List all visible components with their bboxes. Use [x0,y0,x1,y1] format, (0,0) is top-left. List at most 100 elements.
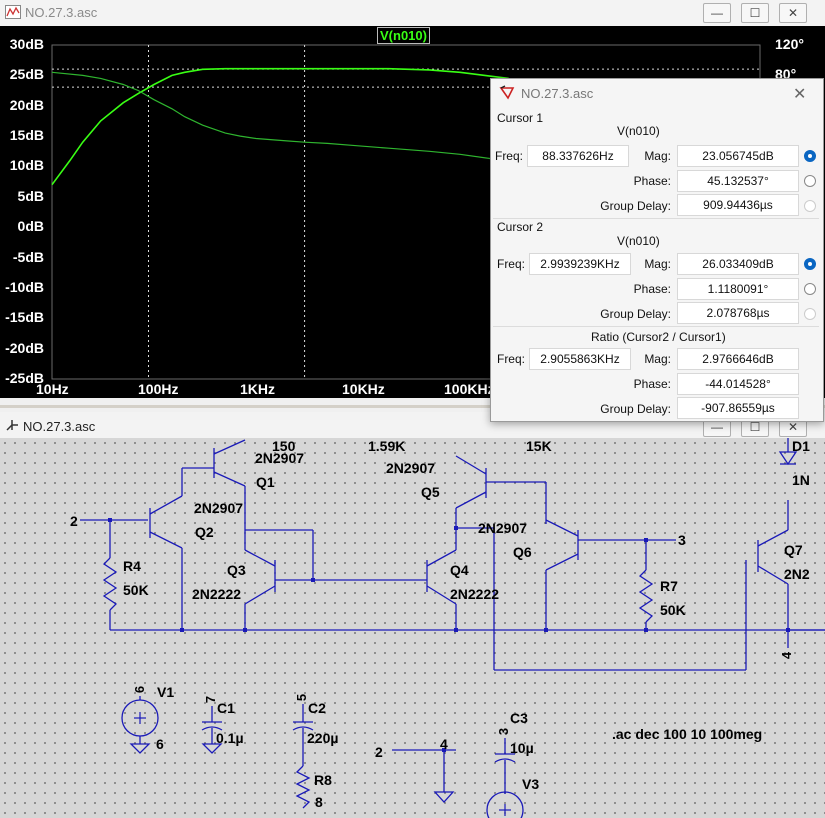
c3-value: 10µ [510,740,534,756]
spice-directive[interactable]: .ac dec 100 10 100meg [612,726,763,742]
x-tick-label: 10Hz [36,381,69,397]
cursor1-phase-label: Phase: [633,174,671,188]
q1-type-label: 2N2907 [255,450,305,466]
schematic-wires [80,438,825,818]
trace-label[interactable]: V(n010) [377,27,430,44]
v1-neg-label: 6 [156,736,164,752]
cursor-dialog: NO.27.3.asc ✕ Cursor 1 V(n010) Freq: 88.… [490,78,824,422]
q5-label: Q5 [421,484,440,500]
cursor2-mag-radio[interactable] [804,258,816,270]
cursor1-mag-radio[interactable] [804,150,816,162]
phase-trace [51,71,509,161]
q5-type-label: 2N2907 [386,460,436,476]
d1-type-label: 1N [792,472,810,488]
q3-label: Q3 [227,562,246,578]
cursor2-mag-label: Mag: [644,257,671,271]
ratio-freq-field[interactable]: 2.9055863KHz [529,348,631,370]
r7-value: 50K [660,602,686,618]
cursor2-phase-label: Phase: [633,282,671,296]
q1-top-label: 150 [272,438,296,454]
ratio-heading: Ratio (Cursor2 / Cursor1) [591,330,726,344]
cursor1-gd-radio[interactable] [804,200,816,212]
c3-node-label: 3 [496,727,512,736]
c1-label: C1 [217,700,235,716]
schematic-canvas[interactable]: 150 1.59K 15K D1 1N 2N2907 Q1 2N2907 Q5 … [0,438,825,818]
y-tick-label: 20dB [9,96,44,113]
q5-top-label: 1.59K [368,438,406,454]
v3-label: V3 [522,776,540,792]
cursor1-phase-field[interactable]: 45.132537° [677,170,799,192]
maximize-button[interactable]: ☐ [741,3,769,23]
separator [493,218,819,219]
q7-type-label: 2N2 [784,566,810,582]
cursor1-freq-label: Freq: [494,149,523,163]
close-button[interactable]: ✕ [779,3,807,23]
cursor1-phase-radio[interactable] [804,175,816,187]
magnitude-trace [51,67,509,186]
r7-label: R7 [660,578,678,594]
q6-top-label: 15K [526,438,552,454]
y-tick-label: 15dB [9,127,44,144]
close-icon[interactable]: ✕ [793,86,807,103]
cursor2-phase-field[interactable]: 1.1180091° [677,278,799,300]
c2-value: 220µ [307,730,339,746]
cursor1-trace: V(n010) [617,124,660,138]
q2-type-label: 2N2907 [194,500,244,516]
phase-tick-label: 120° [775,36,804,52]
cursor1-gd-field[interactable]: 909.94436µs [677,194,799,216]
y-tick-label: 0dB [17,218,44,235]
x-tick-label: 100KHz [444,381,495,397]
y-tick-label: -10dB [5,278,44,295]
r4-label: R4 [123,558,141,574]
q7-label: Q7 [784,542,803,558]
plot-titlebar[interactable]: NO.27.3.asc — ☐ ✕ [0,0,825,26]
q3-type-label: 2N2222 [192,586,242,602]
ratio-freq-label: Freq: [496,352,525,366]
cursor2-freq-field[interactable]: 2.9939239KHz [529,253,631,275]
node-4b-label: 4 [440,736,448,752]
y-tick-label: 30dB [9,36,44,52]
q6-label: Q6 [513,544,532,560]
y-tick-label: 5dB [17,187,44,204]
node-2b-label: 2 [375,744,383,760]
node-4-label: 4 [779,651,795,660]
c3-label: C3 [510,710,528,726]
node-2-label: 2 [70,513,78,529]
r8-node-label: 8 [315,794,323,810]
r8-label: R8 [314,772,332,788]
y-tick-label: 25dB [9,66,44,83]
cursor2-gd-field[interactable]: 2.078768µs [677,302,799,324]
q4-label: Q4 [450,562,469,578]
y-tick-label: -20dB [5,339,44,356]
y-tick-label: -25dB [5,370,44,386]
c1-value: 0.1µ [216,730,244,746]
schematic-window-title: NO.27.3.asc [23,419,96,434]
schematic-app-icon [5,418,19,432]
cursor1-freq-field[interactable]: 88.337626Hz [527,145,629,167]
probe-icon [499,85,517,101]
schematic-window: NO.27.3.asc — ☐ ✕ [0,408,825,818]
c1-node-label: 7 [203,695,219,704]
d1-label: D1 [792,438,810,454]
q4-type-label: 2N2222 [450,586,500,602]
plot-window-title: NO.27.3.asc [25,5,98,20]
minimize-button[interactable]: — [703,3,731,23]
x-tick-label: 100Hz [138,381,179,397]
q6-type-label: 2N2907 [478,520,528,536]
cursor1-mag-field[interactable]: 23.056745dB [677,145,799,167]
x-tick-label: 1KHz [240,381,276,397]
cursor2-mag-field[interactable]: 26.033409dB [677,253,799,275]
cursor2-gd-radio[interactable] [804,308,816,320]
cursor2-gd-label: Group Delay: [600,307,671,321]
waveform-app-icon [5,5,21,19]
v1-label: V1 [157,684,175,700]
ratio-gd-field[interactable]: -907.86559µs [677,397,799,419]
cursor2-heading: Cursor 2 [497,220,544,234]
y-tick-label: -5dB [12,248,44,265]
ratio-phase-label: Phase: [633,377,671,391]
ratio-mag-field[interactable]: 2.9766646dB [677,348,799,370]
cursor2-phase-radio[interactable] [804,283,816,295]
node-3-label: 3 [678,532,686,548]
dialog-title: NO.27.3.asc [521,86,594,101]
ratio-phase-field[interactable]: -44.014528° [677,373,799,395]
